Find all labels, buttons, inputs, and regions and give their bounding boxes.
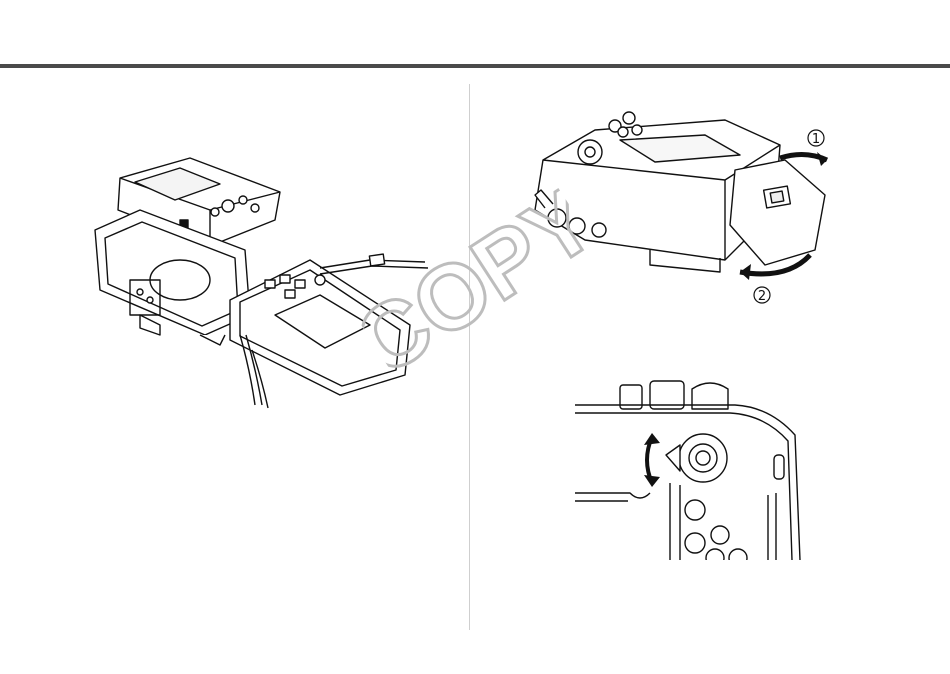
lock-dial-illustration (570, 375, 805, 560)
case-latch (730, 160, 825, 265)
figure-lock-dial (570, 375, 805, 560)
insert-camera-illustration (80, 150, 440, 410)
figure-insert-camera (80, 150, 440, 410)
close-case-illustration: 1 2 (525, 100, 835, 315)
step-label-1: 1 (812, 132, 820, 147)
step-label-2: 2 (758, 289, 766, 304)
column-divider (469, 84, 470, 630)
figure-close-case: 1 2 (525, 100, 835, 315)
header-rule (0, 64, 950, 68)
